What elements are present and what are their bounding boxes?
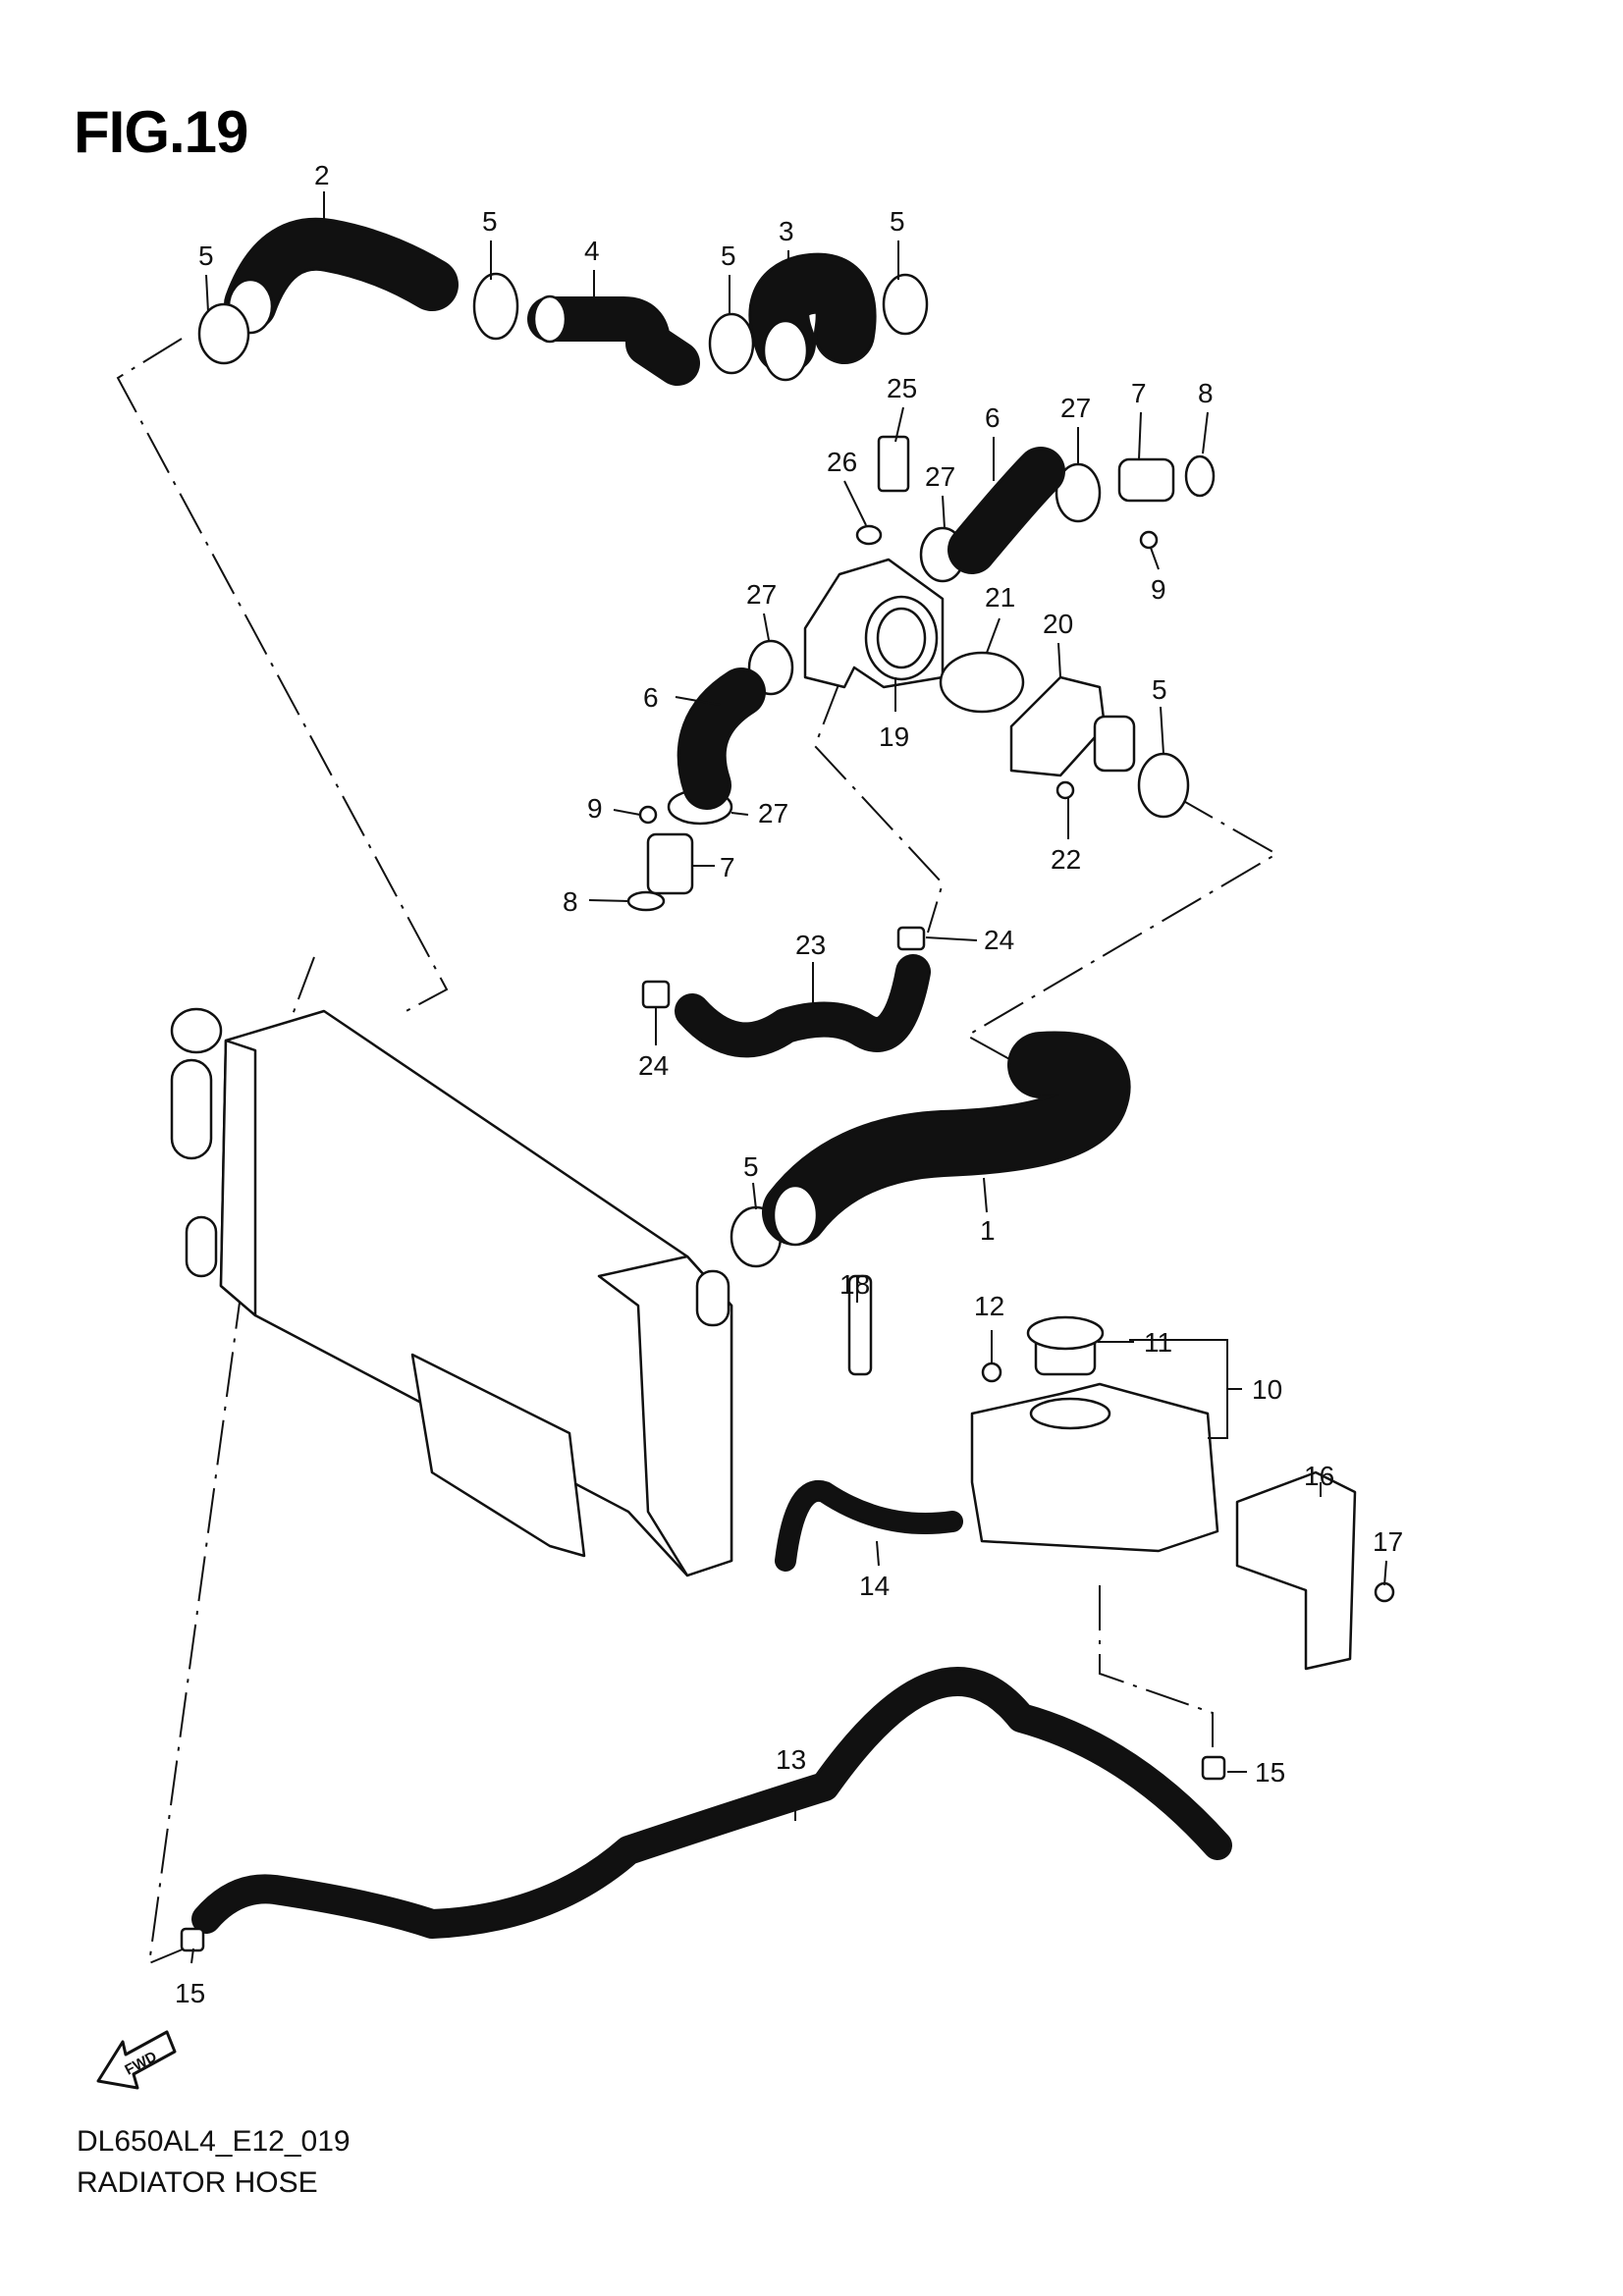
callout-24: 24 — [638, 1050, 669, 1081]
bolt-9 — [1139, 530, 1159, 550]
bolt-9 — [638, 805, 658, 825]
callout-17: 17 — [1373, 1526, 1403, 1557]
radiator-shroud — [410, 1353, 586, 1558]
bolt-22 — [1055, 780, 1075, 800]
callout-15: 15 — [1255, 1757, 1285, 1788]
callout-5: 5 — [482, 206, 498, 237]
thermostat-21 — [939, 651, 1025, 714]
callout-7: 7 — [720, 852, 735, 882]
callout-9: 9 — [587, 793, 603, 824]
hose-23 — [641, 926, 931, 1058]
hose-13 — [180, 1667, 1232, 1952]
fitting-7 — [646, 832, 694, 895]
radiator-outlet — [695, 1269, 730, 1327]
bolt-12 — [981, 1362, 1002, 1383]
bolt-17 — [1374, 1581, 1395, 1603]
assembly-line-hose-23 — [813, 681, 945, 934]
assembly-lines — [116, 338, 1278, 1965]
assembly-line-hose-1 — [964, 794, 1278, 1061]
clamp-5 — [197, 302, 250, 365]
reservoir-tank-10 — [970, 1382, 1219, 1553]
reservoir-group — [775, 1274, 1395, 1671]
callout-5: 5 — [890, 206, 905, 237]
o-ring-8 — [1184, 454, 1216, 498]
thermostat-cover-20 — [1009, 675, 1107, 777]
clamp-5 — [708, 312, 755, 375]
fitting-7 — [1117, 457, 1175, 503]
washer-26 — [855, 524, 883, 546]
callout-13: 13 — [776, 1744, 806, 1775]
callout-2: 2 — [314, 160, 330, 190]
callout-9: 9 — [1151, 574, 1166, 605]
callout-27: 27 — [925, 461, 955, 492]
callout-27: 27 — [746, 579, 777, 610]
callout-24: 24 — [984, 925, 1014, 955]
hose-3 — [748, 252, 877, 382]
callout-12: 12 — [974, 1291, 1004, 1321]
reference-code: DL650AL4_E12_019 — [77, 2125, 351, 2158]
bracket-16 — [1235, 1470, 1357, 1671]
callout-25: 25 — [887, 373, 917, 403]
hose-2 — [224, 217, 459, 335]
callout-15: 15 — [175, 1978, 205, 2008]
callout-27: 27 — [1060, 393, 1091, 423]
sensor-25 — [877, 435, 910, 493]
leader-lines — [190, 191, 1387, 1964]
holder-18 — [847, 1274, 873, 1376]
callout-8: 8 — [563, 886, 578, 917]
assembly-line-radiator-bottom — [147, 1079, 271, 1965]
callout-19: 19 — [879, 721, 909, 752]
fwd-arrow-icon: FWD — [96, 2030, 177, 2090]
clamp-24 — [641, 980, 671, 1009]
callout-7: 7 — [1131, 378, 1147, 408]
callout-16: 16 — [1304, 1461, 1334, 1491]
callout-26: 26 — [827, 447, 857, 477]
thermostat-group — [626, 435, 1216, 912]
callout-6: 6 — [985, 402, 1001, 433]
callout-5: 5 — [721, 240, 736, 271]
radiator — [170, 1007, 733, 1577]
clamp-5 — [472, 272, 519, 341]
assembly-line-hose-13 — [1099, 1585, 1214, 1747]
assembly-line-hose-2 — [116, 338, 449, 1014]
callout-22: 22 — [1051, 844, 1081, 875]
callout-5: 5 — [1152, 674, 1167, 705]
hose-4 — [527, 294, 700, 386]
callout-23: 23 — [795, 930, 826, 960]
hose-1 — [762, 1031, 1131, 1247]
callout-20: 20 — [1043, 609, 1073, 639]
clamp-15 — [1201, 1755, 1226, 1781]
callout-18: 18 — [839, 1269, 870, 1300]
callout-1: 1 — [980, 1215, 996, 1246]
callout-numbers: 2 5 5 4 5 3 5 25 27 7 8 26 6 27 9 27 21 … — [175, 160, 1403, 2008]
callout-21: 21 — [985, 582, 1015, 613]
clamp-24 — [896, 926, 926, 951]
clamp-15 — [180, 1927, 205, 1952]
callout-11: 11 — [1144, 1327, 1172, 1358]
callout-3: 3 — [779, 216, 794, 246]
clamp-5 — [882, 273, 929, 336]
callout-8: 8 — [1198, 378, 1214, 408]
callout-5: 5 — [743, 1151, 759, 1182]
callout-14: 14 — [859, 1571, 890, 1601]
radiator-cap — [170, 1007, 223, 1054]
figure-title: FIG.19 — [74, 99, 248, 165]
clamp-5 — [1137, 752, 1190, 819]
o-ring-8 — [626, 890, 666, 912]
diagram-caption: RADIATOR HOSE — [77, 2166, 318, 2199]
callout-10: 10 — [1252, 1374, 1282, 1405]
callout-5: 5 — [198, 240, 214, 271]
callout-6: 6 — [643, 682, 659, 713]
callout-27: 27 — [758, 798, 788, 828]
clamp-27 — [1055, 462, 1102, 523]
callout-4: 4 — [584, 236, 600, 266]
